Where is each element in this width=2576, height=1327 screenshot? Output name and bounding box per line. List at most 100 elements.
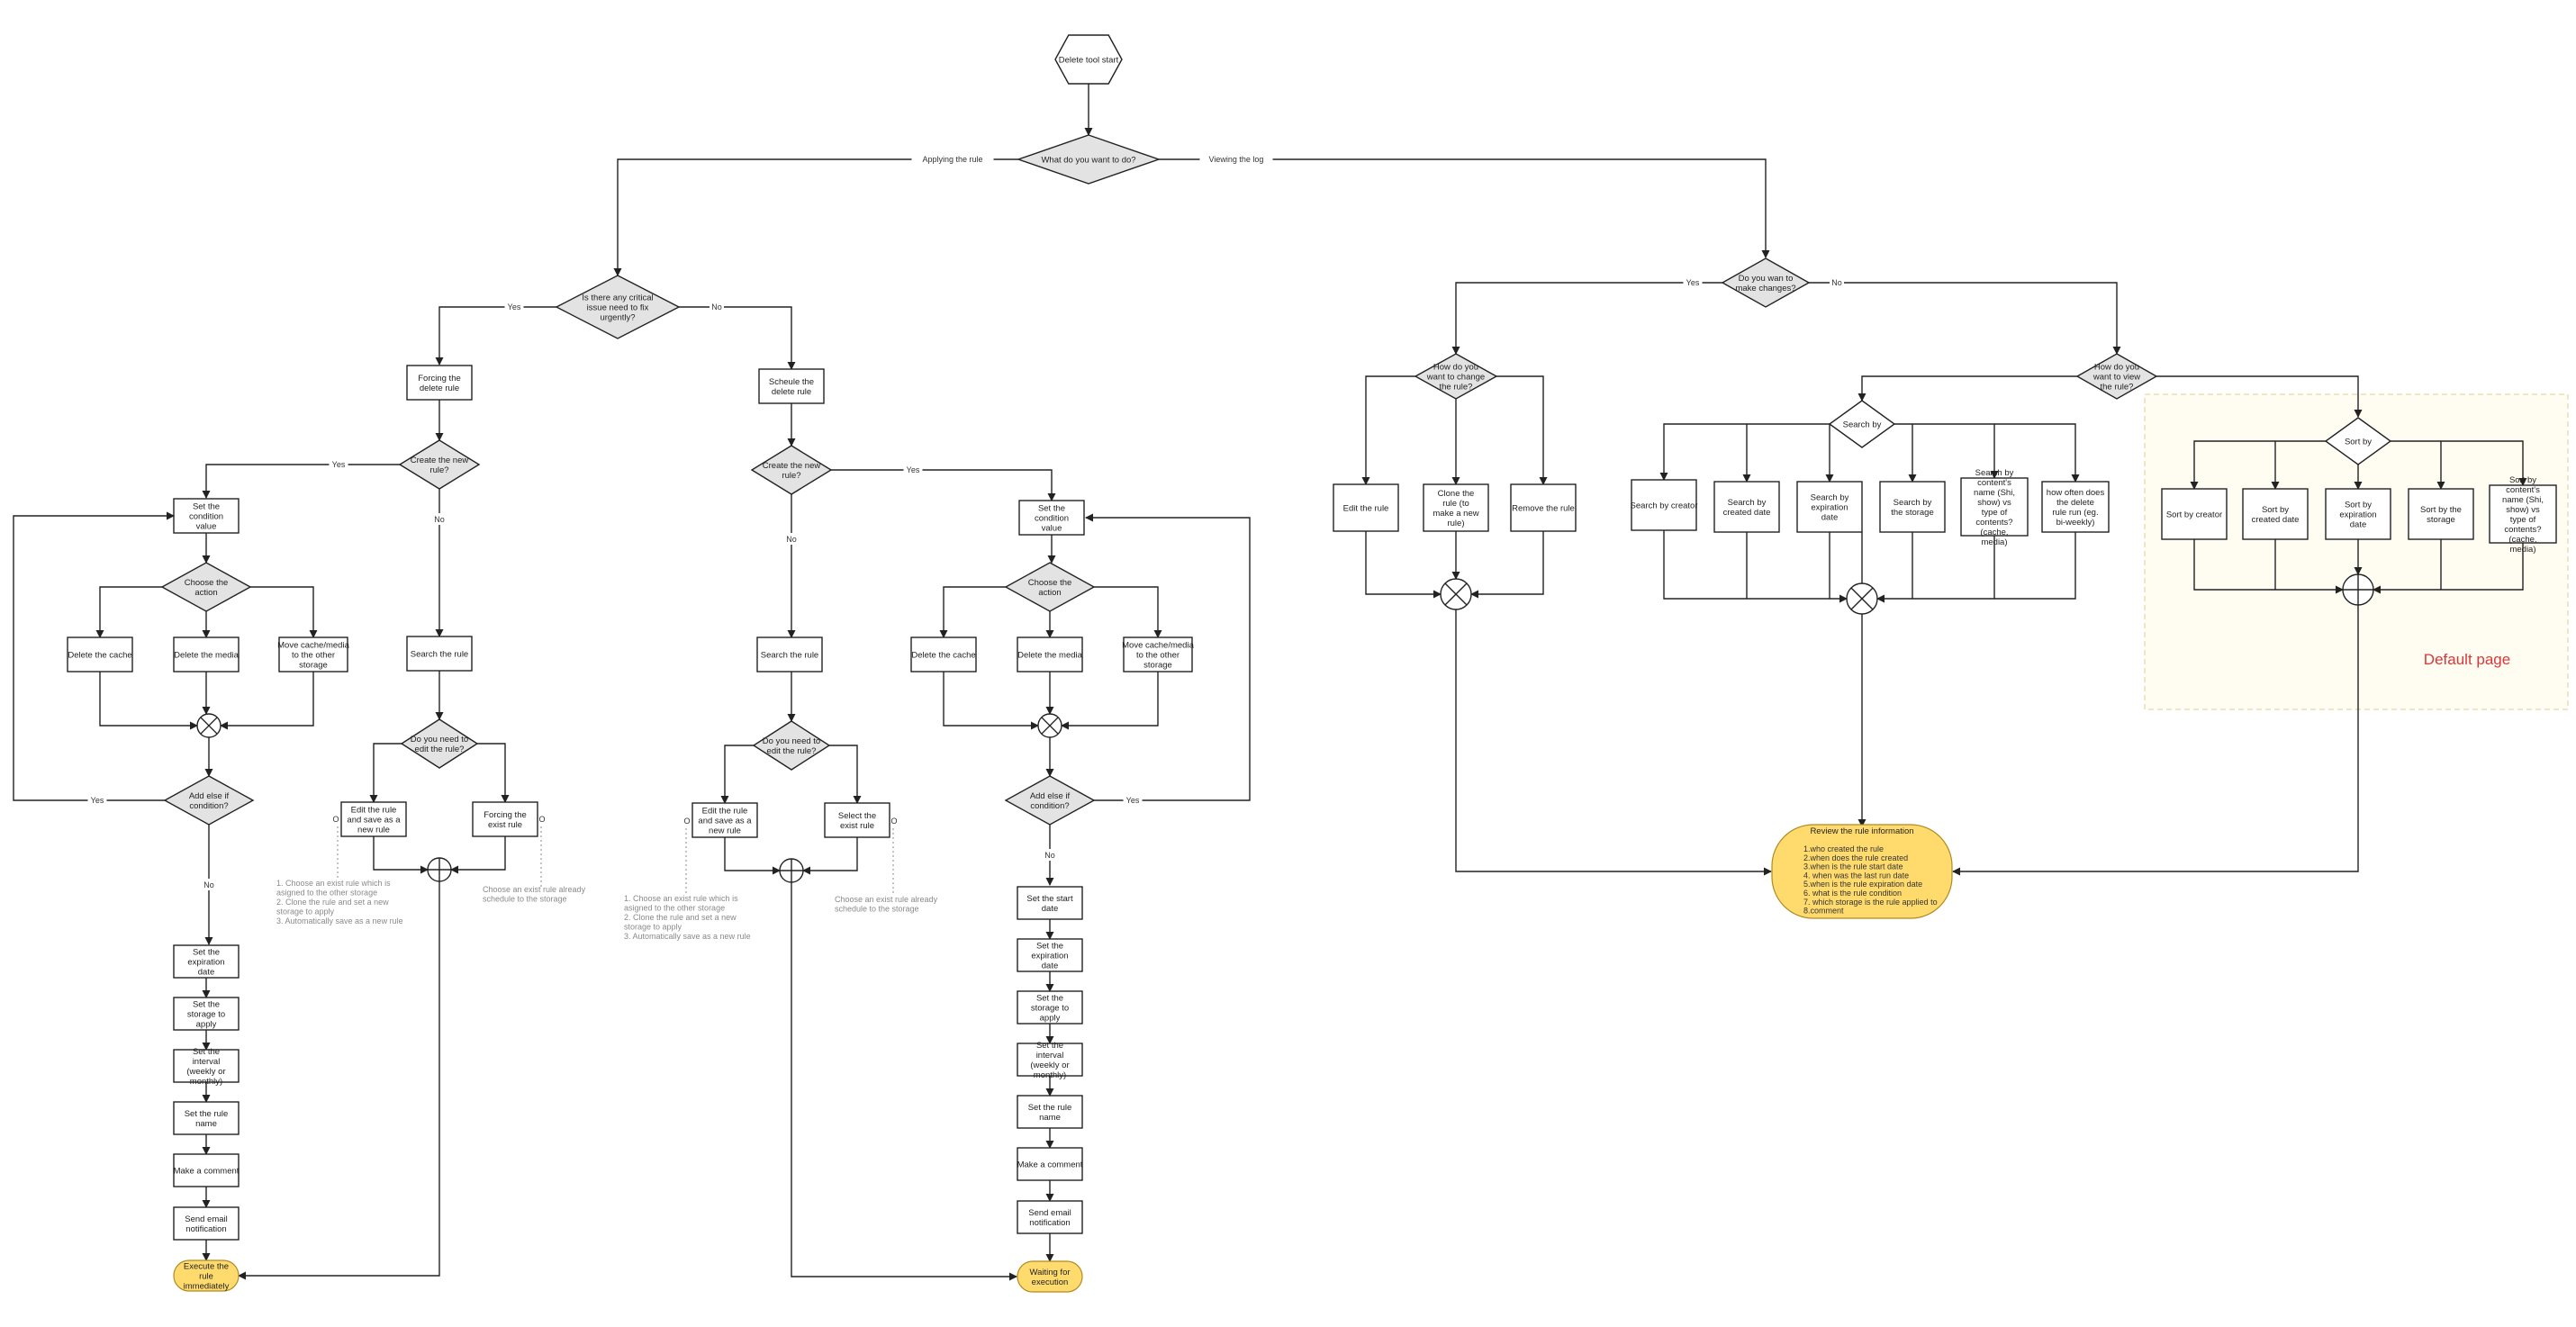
edge-label-no: No (434, 515, 445, 524)
sb-often-node[interactable] (2041, 481, 2110, 533)
edit-rule-node[interactable] (1333, 483, 1399, 532)
edge-label-yes-bg (1123, 794, 1143, 806)
q-edit-b-decision[interactable] (752, 720, 831, 771)
clone-rule-node[interactable] (1423, 483, 1489, 532)
q-changes-decision[interactable] (1721, 257, 1811, 308)
flow-edge (435, 306, 556, 366)
sb-creator-label: Search by creator (1631, 501, 1698, 511)
flow-edge (829, 745, 862, 804)
q-view-decision[interactable] (2075, 353, 2158, 400)
wait-b-terminal[interactable] (1017, 1260, 1083, 1293)
setstor-b-node[interactable] (1017, 990, 1083, 1025)
comment-a-label: Make a comment (174, 1167, 240, 1177)
q-create-b-decision[interactable] (750, 445, 833, 495)
start-start[interactable] (1054, 34, 1123, 85)
edge-label-no: No (203, 880, 214, 889)
flow-edge (1159, 158, 1770, 258)
setint-b-node[interactable] (1017, 1043, 1083, 1077)
flow-edge (720, 745, 754, 804)
forcing-node[interactable] (406, 365, 473, 401)
setstor-a-node[interactable] (173, 997, 240, 1031)
flow-edge (1496, 375, 1548, 485)
so-content-node[interactable] (2489, 484, 2557, 544)
review-terminal[interactable] (1771, 824, 1953, 919)
choose-b-decision[interactable] (1004, 562, 1096, 612)
comment-b-node[interactable] (1017, 1147, 1083, 1181)
so-exp-node[interactable] (2325, 488, 2391, 540)
setexp-a-node[interactable] (173, 944, 240, 979)
edge-label-no: No (786, 535, 797, 544)
email-b-node[interactable] (1017, 1200, 1083, 1234)
merge-junction-search (1846, 582, 1878, 615)
so-creator-node[interactable] (2161, 488, 2228, 540)
setname-a-node[interactable] (173, 1101, 240, 1135)
delmedia-a-node[interactable] (173, 636, 240, 673)
addelse-a-decision[interactable] (163, 775, 255, 826)
select-exist-node[interactable] (824, 802, 890, 838)
remove-rule-node[interactable] (1510, 483, 1577, 532)
setcond-b-node[interactable] (1018, 500, 1085, 536)
flow-edge (477, 743, 510, 803)
setstart-b-node[interactable] (1017, 886, 1083, 920)
sort-by-decision[interactable] (2324, 417, 2392, 465)
sort-by-label: Sort by (2345, 438, 2372, 447)
editsave-a-node[interactable] (340, 801, 407, 837)
flow-edge (1857, 375, 2077, 402)
setint-a-node[interactable] (173, 1049, 240, 1083)
delcache-b-node[interactable] (910, 636, 977, 673)
move-b-node[interactable] (1123, 636, 1193, 673)
edge-label-no-bg (202, 879, 216, 890)
q-edit-a-decision[interactable] (400, 718, 479, 769)
flow-edge (373, 836, 429, 874)
exec-a-terminal[interactable] (173, 1259, 240, 1292)
setname-b-node[interactable] (1017, 1095, 1083, 1129)
search-by-decision[interactable] (1828, 400, 1896, 448)
move-a-node[interactable] (278, 636, 348, 673)
so-storage-node[interactable] (2408, 488, 2474, 540)
flow-edge (220, 672, 314, 730)
q-change-rule-decision[interactable] (1414, 353, 1498, 400)
merge-junction-plus-a (427, 857, 452, 882)
search-a-node[interactable] (406, 636, 473, 672)
flow-edge (1663, 530, 1848, 603)
setcond-a-node[interactable] (173, 498, 240, 534)
choose-a-decision[interactable] (160, 562, 252, 612)
sb-creator-node[interactable] (1631, 479, 1697, 531)
delmedia-b-node[interactable] (1017, 636, 1083, 673)
flow-edge (613, 158, 1018, 276)
sb-content-node[interactable] (1960, 477, 2029, 537)
q-critical-decision[interactable] (555, 275, 681, 339)
schedule-node[interactable] (758, 368, 825, 404)
sb-created-node[interactable] (1713, 481, 1780, 533)
q-create-a-decision[interactable] (398, 439, 481, 490)
forcing-exist-node[interactable] (472, 801, 538, 837)
edge-label-no-bg (432, 513, 447, 525)
flow-edge (95, 586, 162, 638)
delmedia-a-label: Delete the media (174, 651, 240, 661)
editsave-b-node[interactable] (691, 802, 758, 838)
so-created-node[interactable] (2242, 488, 2309, 540)
edge-label-no-bg (710, 301, 724, 312)
search-a-label: Search the rule (411, 650, 468, 660)
email-a-node[interactable] (173, 1206, 240, 1241)
edge-label-yes-bg (504, 301, 524, 312)
sb-storage-node[interactable] (1879, 481, 1946, 533)
edge-label-no-bg (784, 533, 799, 545)
setexp-b-node[interactable] (1017, 938, 1083, 972)
edge-label-no: No (711, 302, 722, 311)
search-b-node[interactable] (756, 636, 823, 673)
delmedia-b-label: Delete the media (1017, 651, 1083, 661)
comment-a-node[interactable] (173, 1153, 240, 1187)
sb-exp-node[interactable] (1796, 481, 1863, 533)
q-what-decision[interactable] (1016, 134, 1161, 185)
delcache-a-node[interactable] (67, 636, 133, 673)
addelse-b-decision[interactable] (1004, 775, 1096, 826)
